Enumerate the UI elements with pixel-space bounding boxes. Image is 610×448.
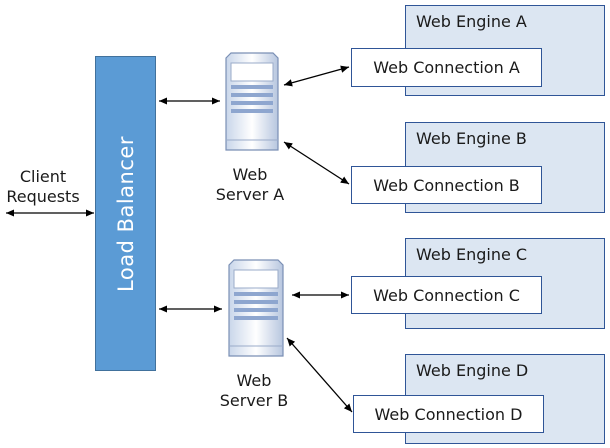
client-label-line1: Client xyxy=(19,167,67,186)
client-label-line2: Requests xyxy=(6,187,80,206)
web-server-a-label: Web Server A xyxy=(210,165,290,205)
web-engine-c-label: Web Engine C xyxy=(416,245,528,264)
web-connection-c: Web Connection C xyxy=(351,276,542,314)
web-server-b-label: Web Server B xyxy=(214,371,294,411)
server-b-label-line2: Server B xyxy=(219,391,289,410)
web-connection-d: Web Connection D xyxy=(353,395,544,433)
arrow-server-a-connection-b xyxy=(283,141,350,185)
server-a-label-line1: Web xyxy=(232,165,268,184)
web-connection-a: Web Connection A xyxy=(351,48,542,87)
server-a-label-line2: Server A xyxy=(215,185,285,204)
web-engine-b-label: Web Engine B xyxy=(416,129,527,148)
client-requests-label: Client Requests xyxy=(4,167,82,207)
web-server-b-icon xyxy=(228,259,284,357)
arrow-server-a-connection-a xyxy=(283,65,350,87)
server-b-label-line1: Web xyxy=(236,371,272,390)
load-balancer: Load Balancer xyxy=(95,56,156,371)
web-connection-b: Web Connection B xyxy=(351,166,542,204)
web-engine-d-label: Web Engine D xyxy=(416,361,529,380)
web-server-a-icon xyxy=(225,52,279,151)
web-engine-a-label: Web Engine A xyxy=(416,12,527,31)
arrow-server-b-connection-d xyxy=(286,337,353,413)
